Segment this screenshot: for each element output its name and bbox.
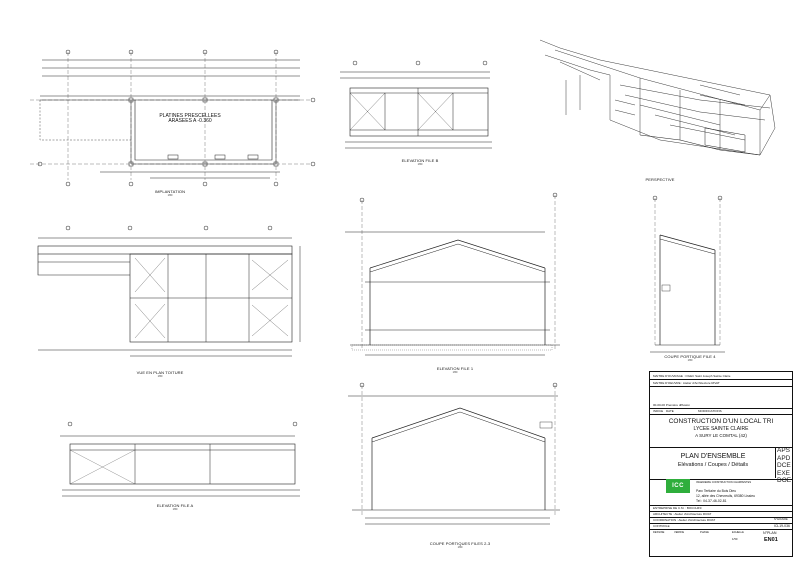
control-line: CONTROLE — [653, 524, 670, 528]
section-4-caption: COUPE PORTIQUE FILE 4 — [664, 354, 716, 359]
phase-dce: DCE — [777, 462, 791, 470]
roof-plan-scale: 1/50 — [157, 375, 163, 378]
implantation-plan — [30, 49, 316, 187]
elevation-file-a — [60, 421, 300, 497]
plan-no-label: N°PLAN — [763, 531, 777, 535]
section-2-3-caption: COUPE PORTIQUES FILES 2-3 — [429, 541, 491, 546]
rev-date-header: DATE — [666, 409, 674, 413]
sign-header-phase: PHASE — [700, 531, 709, 534]
architect-line: MAITRE D'OEUVRE : Atelier d'Architecture… — [653, 381, 720, 385]
implantation-scale: 1/50 — [167, 194, 173, 197]
rev-modifs-header: MODIFICATIONS — [698, 409, 722, 413]
phase-list: APS APD DCE EXE DOE — [775, 447, 794, 484]
elevation-b-scale: 1/50 — [417, 163, 423, 166]
roof-plan-caption: VUE EN PLAN TOITURE — [136, 370, 184, 375]
phase-apd: APD — [777, 454, 791, 462]
section-files-2-3 — [348, 382, 560, 525]
title-block: MAITRE D'OUVRAGE : OGEC Saint Joseph Sai… — [649, 371, 793, 557]
elevation-file-b — [340, 60, 492, 149]
rev-index-header: INDICE — [653, 409, 664, 413]
perspective-caption: PERSPECTIVE — [645, 177, 675, 182]
revision-line: 00-00-00 Première diffusion — [653, 403, 690, 407]
affaire-number: ICL19-036 — [774, 524, 790, 528]
elevation-b-caption: ELEVATION FILE B — [401, 158, 439, 163]
sign-header-checked: VERIFIE — [674, 531, 685, 534]
plan-number: EN01 — [764, 537, 778, 543]
company-name: INGENIERIE CONSTRUCTION CHARPENTES — [696, 481, 752, 484]
company-tel: Tel : 04-37-46-02-81 — [696, 499, 727, 503]
sign-header-drawn: DESSINE — [653, 531, 665, 534]
architect-lot-line: ARCHITECTE : Atelier d'Architecture RIVA… — [653, 512, 712, 516]
plan-subtitle: Elévations / Coupes / Détails — [677, 462, 749, 468]
section-file-4 — [650, 195, 725, 353]
company-addr-1: Parc Tertiaire du Bois Dieu — [696, 489, 737, 493]
coordination-line: COORDINATION : Atelier d'Architecture RI… — [653, 518, 716, 522]
perspective-view — [539, 39, 776, 156]
contractor-line: ENTREPRISE DE C.M. : BOCCHINI — [653, 506, 702, 510]
phase-doe: DOE — [777, 477, 792, 485]
owner-line: MAITRE D'OUVRAGE : OGEC Saint Joseph Sai… — [653, 374, 731, 378]
company-addr-2: 12, allée des Chevreuils, 69380 Lissieu — [696, 494, 755, 498]
project-line-2: LYCEE SAINTE CLAIRE — [693, 426, 749, 432]
section-4-scale: 1/50 — [687, 359, 693, 362]
section-2-3-scale: 1/50 — [457, 546, 463, 549]
elevation-1-caption: ELEVATION FILE 1 — [436, 366, 474, 371]
scale-value: 1/50 — [732, 537, 738, 541]
elevation-file-1 — [345, 192, 560, 356]
sign-header-scale: ECHELLE — [732, 531, 744, 534]
plan-title: PLAN D'ENSEMBLE — [680, 453, 746, 460]
company-logo: ICC — [666, 479, 690, 493]
implantation-caption: IMPLANTATION — [154, 189, 186, 194]
elevation-1-scale: 1/50 — [452, 371, 458, 374]
phase-exe: EXE — [777, 469, 791, 477]
elevation-a-caption: ELEVATION FILE A — [156, 503, 194, 508]
phase-aps: APS — [777, 447, 791, 454]
roof-plan — [37, 225, 301, 357]
implantation-note: PLATINES PRESCELLEES ARASEES A -0.360 — [159, 113, 221, 125]
affaire-label: N°AFFAIRE — [774, 518, 788, 521]
project-line-3: A SURY LE COMTAL (42) — [695, 433, 747, 438]
elevation-a-scale: 1/50 — [172, 508, 178, 511]
project-line-1: CONSTRUCTION D'UN LOCAL TRI — [668, 418, 774, 425]
